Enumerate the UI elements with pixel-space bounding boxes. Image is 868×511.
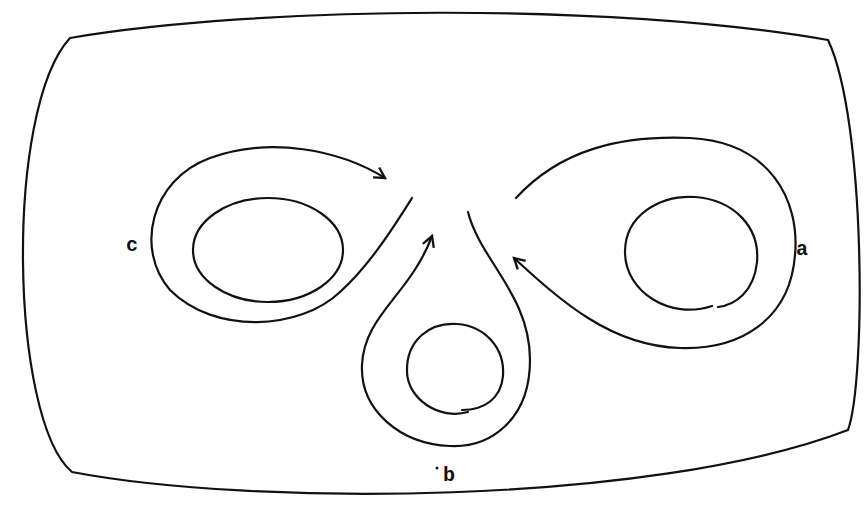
loop-label: c (126, 236, 138, 256)
dot (436, 467, 439, 470)
loop-b (362, 212, 530, 446)
hole (407, 324, 503, 414)
outer-boundary (23, 13, 860, 494)
loop-label: b (443, 466, 455, 486)
loop-label: a (796, 240, 808, 260)
hole (193, 198, 343, 302)
loop-c (151, 147, 412, 322)
hole (625, 197, 757, 310)
loop-a (514, 138, 796, 348)
